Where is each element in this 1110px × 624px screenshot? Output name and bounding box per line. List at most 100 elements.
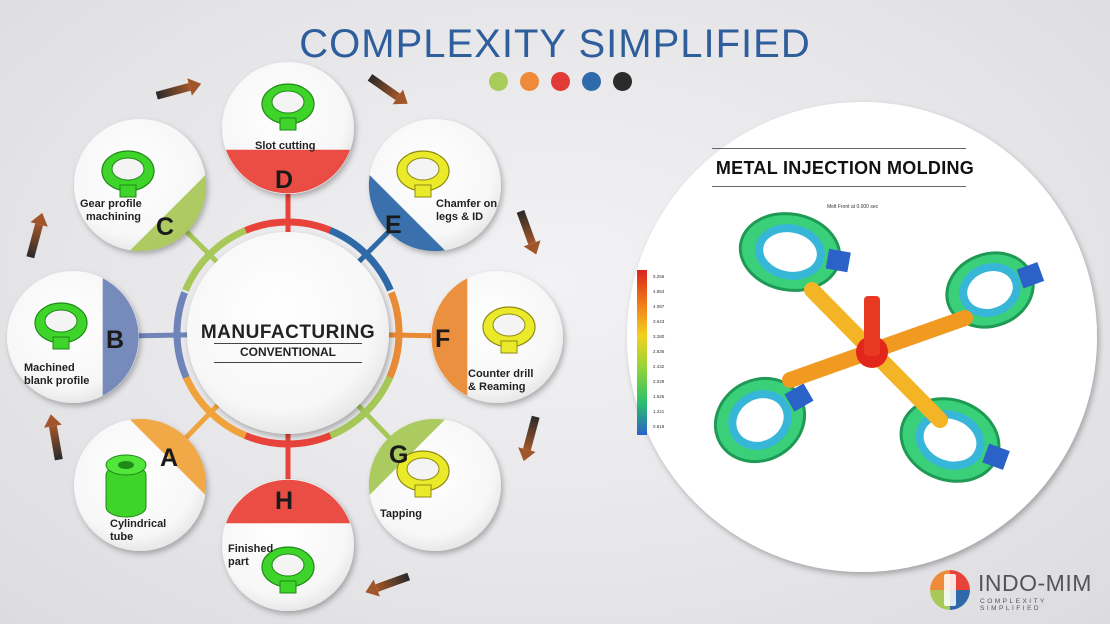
legend-value: 0.818: [653, 424, 665, 429]
step-letter: F: [435, 325, 451, 353]
hub-ring-arc: [182, 227, 247, 292]
part-icon: [482, 306, 536, 354]
hub-ring-arc: [328, 227, 394, 292]
step-bubbles: [7, 62, 563, 611]
step-label-line: Slot cutting: [255, 140, 316, 152]
part-icon: [105, 454, 147, 518]
step-letter: E: [385, 211, 402, 239]
hub-circle: [187, 232, 389, 434]
legend-value: 4.087: [653, 304, 665, 309]
part-icon: [396, 450, 450, 498]
bubble-color-band: [431, 278, 468, 396]
legend-value: 5.256: [653, 274, 665, 279]
legend-value: 2.836: [653, 349, 665, 354]
flow-arrow-icon: [26, 212, 48, 259]
hub-divider-bottom: [214, 362, 362, 363]
color-dots: [489, 72, 632, 91]
step-bubble-g: [368, 418, 501, 551]
mim-subtitle: Melt Front at 0.000 sec: [827, 204, 879, 210]
step-letter: B: [106, 326, 125, 354]
step-label-line: Counter drill: [468, 368, 534, 380]
dot-blue: [582, 72, 601, 91]
step-label-line: Chamfer on: [436, 198, 498, 210]
flow-arrow-icon: [516, 209, 541, 255]
part-icon: [101, 150, 155, 198]
dot-black: [613, 72, 632, 91]
logo-tagline: COMPLEXITY SIMPLIFIED: [980, 598, 1047, 612]
part-icon: [396, 150, 450, 198]
step-label-line: & Reaming: [468, 381, 526, 393]
bubble-color-band: [225, 149, 351, 194]
mim-divider-bottom: [712, 186, 966, 187]
step-label-line: Machined: [24, 362, 75, 374]
bubble-color-band: [102, 278, 139, 396]
hub-subtitle: CONVENTIONAL: [240, 345, 336, 359]
flow-arrow-icon: [365, 572, 411, 597]
legend-value: 3.280: [653, 334, 665, 339]
step-letter: D: [275, 166, 294, 194]
step-label-line: Tapping: [380, 508, 422, 520]
hub-ring-arc: [182, 375, 249, 440]
hub-ring-arc: [173, 291, 190, 379]
mim-simulation-model: [713, 212, 1045, 483]
step-letter: H: [275, 487, 294, 515]
step-label-line: Finished: [228, 543, 274, 555]
dot-red: [551, 72, 570, 91]
mim-gear-ring: [738, 212, 851, 292]
step-label-line: Gear profile: [80, 198, 142, 210]
step-bubble-h: [222, 479, 354, 611]
hub-ring: [173, 218, 403, 448]
bubble-color-band: [368, 175, 445, 252]
mim-gear-ring: [945, 251, 1045, 329]
hub-ring-arc: [244, 218, 332, 234]
step-bubble-d: [222, 62, 354, 194]
legend-value: 2.432: [653, 364, 665, 369]
part-icon: [261, 546, 315, 594]
legend-value: 1.625: [653, 394, 665, 399]
legend-value: 1.221: [653, 409, 665, 414]
mim-title: METAL INJECTION MOLDING: [715, 158, 975, 178]
step-label-line: part: [228, 556, 249, 568]
step-label-line: machining: [86, 211, 142, 223]
step-letter: C: [156, 213, 175, 241]
page-title: COMPLEXITY SIMPLIFIED: [299, 22, 811, 66]
step-label-line: tube: [110, 531, 134, 543]
mim-divider-top: [712, 148, 966, 149]
indo-mim-logo-icon: [930, 570, 970, 610]
bubble-color-band: [130, 418, 207, 495]
flow-arrows: [26, 74, 541, 597]
step-letter: A: [160, 444, 179, 472]
step-label-line: Cylindrical: [110, 518, 167, 530]
mim-sprue: [864, 296, 880, 356]
step-letter: G: [389, 441, 409, 469]
step-bubble-b: [7, 271, 139, 403]
hub-ring-arc: [244, 432, 332, 448]
hub-ring-arc: [327, 375, 394, 440]
dot-green: [489, 72, 508, 91]
step-bubble-c: [74, 119, 207, 252]
step-bubble-f: [431, 271, 563, 403]
hub-ring-arc: [386, 291, 403, 379]
legend-value: 3.643: [653, 319, 665, 324]
flow-arrow-icon: [155, 78, 202, 100]
part-icon: [34, 302, 88, 350]
flow-arrow-icon: [44, 414, 63, 461]
mim-legend-bar: [637, 270, 647, 435]
step-label-line: blank profile: [24, 375, 90, 387]
mim-gear-ring: [713, 376, 814, 464]
flow-arrow-icon: [367, 74, 408, 105]
dot-orange: [520, 72, 539, 91]
bubble-color-band: [225, 479, 351, 524]
hub-title: MANUFACTURING: [200, 322, 376, 343]
step-bubble-a: [74, 418, 207, 551]
legend-value: 4.853: [653, 289, 665, 294]
bubble-color-band: [130, 175, 207, 252]
hub-divider-top: [214, 343, 362, 344]
flow-arrow-icon: [518, 415, 540, 462]
step-bubble-e: [368, 119, 501, 252]
legend-value: 2.029: [653, 379, 665, 384]
step-label-line: legs & ID: [436, 211, 484, 223]
part-icon: [261, 83, 315, 131]
mim-gear-ring: [899, 397, 1010, 483]
